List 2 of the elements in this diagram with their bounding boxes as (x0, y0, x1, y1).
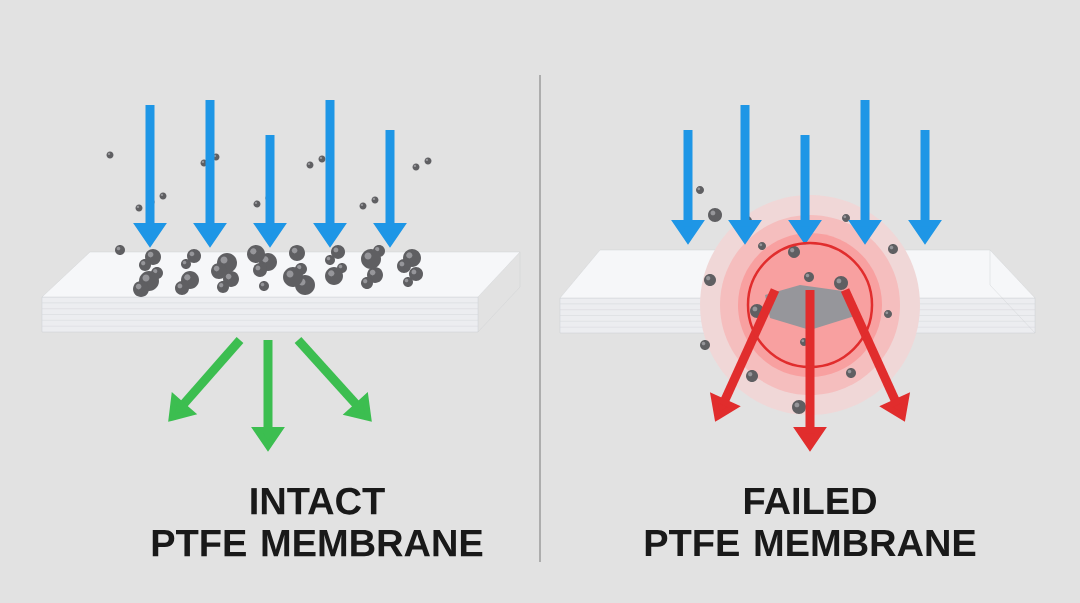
panel-heading: INTACT PTFE MEMBRANE (152, 487, 483, 557)
panel-heading: FAILED PTFE MEMBRANE (645, 487, 976, 557)
